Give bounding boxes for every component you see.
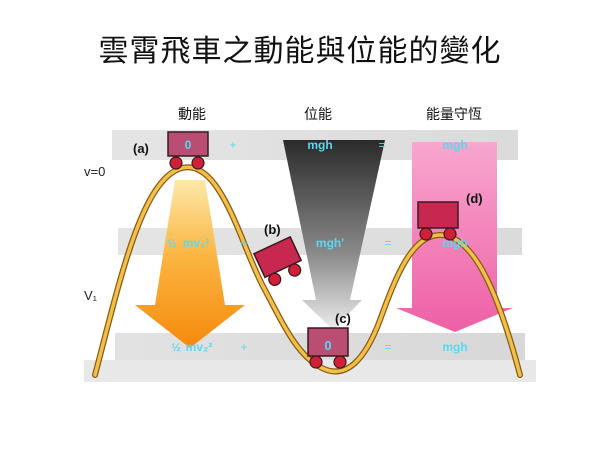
row-mid-equals: = bbox=[384, 236, 391, 250]
row-mid-kinetic: mv₁² bbox=[183, 236, 209, 250]
row-mid-kinetic-fraction: ½ bbox=[167, 238, 176, 250]
row-bottom-plus: + bbox=[240, 340, 247, 354]
car-b bbox=[252, 235, 303, 286]
row-top-kinetic: 0 bbox=[185, 138, 192, 152]
row-bottom-kinetic: mv₂² bbox=[186, 340, 213, 354]
row-mid-plus: + bbox=[240, 236, 247, 250]
column-header-conservation: 能量守恆 bbox=[426, 107, 482, 123]
car-c bbox=[307, 327, 349, 369]
row-bottom-total: mgh bbox=[442, 340, 467, 354]
row-mid-total: mgh bbox=[442, 236, 467, 250]
car-d bbox=[417, 201, 459, 241]
row-top-equals: = bbox=[378, 138, 385, 152]
row-bottom-potential: 0 bbox=[324, 338, 331, 353]
car-label-b: (b) bbox=[264, 222, 281, 237]
slide-title: 雲霄飛車之動能與位能的變化 bbox=[98, 34, 502, 69]
car-label-a: (a) bbox=[133, 141, 149, 156]
row-top-total: mgh bbox=[442, 138, 467, 152]
row-top-potential: mgh bbox=[307, 138, 332, 152]
row-top-plus: + bbox=[229, 138, 236, 152]
row-mid-potential: mgh' bbox=[316, 236, 344, 250]
column-header-kinetic: 動能 bbox=[178, 107, 206, 123]
car-a bbox=[167, 131, 209, 170]
column-header-potential: 位能 bbox=[304, 107, 332, 123]
speed-label-top: v=0 bbox=[84, 164, 105, 179]
band-bottom-shadow bbox=[84, 360, 536, 382]
speed-label-mid: V₁ bbox=[84, 288, 98, 303]
kinetic-energy-cone bbox=[135, 180, 245, 348]
potential-energy-cone bbox=[283, 140, 385, 330]
row-bottom-equals: = bbox=[384, 340, 391, 354]
row-bottom-kinetic-fraction: ½ bbox=[171, 342, 180, 354]
car-label-c: (c) bbox=[335, 311, 351, 326]
car-label-d: (d) bbox=[466, 191, 483, 206]
